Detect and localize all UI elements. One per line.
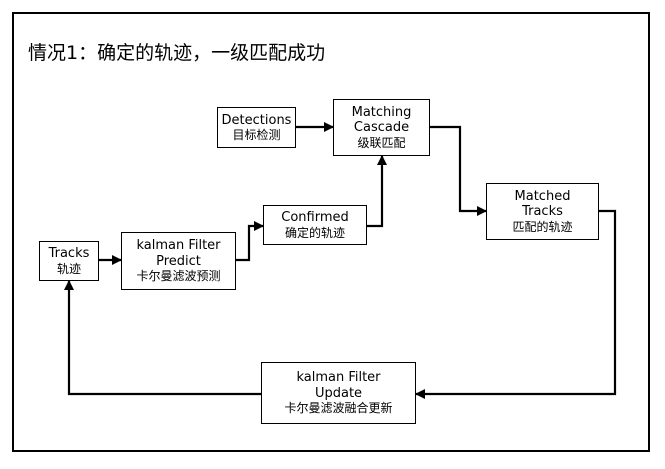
node-kalman-update-label-1: kalman Filter: [296, 370, 381, 386]
node-confirmed-sublabel: 确定的轨迹: [284, 225, 345, 240]
node-tracks: Tracks 轨迹: [39, 241, 99, 281]
node-kalman-update-sublabel: 卡尔曼滤波融合更新: [284, 401, 393, 416]
node-matching-label-2: Cascade: [353, 120, 410, 136]
node-matched-label-1: Matched: [514, 188, 571, 204]
diagram-frame: [12, 12, 650, 452]
edge-matching-to-matched: [430, 125, 487, 216]
node-matched-label-2: Tracks: [522, 204, 563, 220]
diagram-title: 情况1：确定的轨迹，一级匹配成功: [28, 42, 326, 64]
node-kalman-predict: kalman Filter Predict 卡尔曼滤波预测: [121, 232, 236, 290]
node-matched-tracks: Matched Tracks 匹配的轨迹: [486, 183, 599, 240]
node-detections-sublabel: 目标检测: [232, 128, 281, 143]
node-detections-label: Detections: [221, 112, 292, 128]
node-kalman-predict-sublabel: 卡尔曼滤波预测: [136, 269, 221, 284]
edge-update-to-tracks: [64, 280, 261, 396]
node-matching-cascade: Matching Cascade 级联匹配: [333, 99, 430, 156]
edge-predict-to-confirmed: [236, 221, 264, 262]
node-detections: Detections 目标检测: [217, 107, 296, 148]
node-confirmed-label: Confirmed: [281, 210, 349, 225]
node-matching-sublabel: 级联匹配: [357, 135, 406, 150]
node-kalman-predict-label-2: Predict: [156, 253, 201, 269]
edge-confirmed-to-matching: [367, 155, 387, 228]
node-tracks-label: Tracks: [48, 246, 90, 261]
node-tracks-sublabel: 轨迹: [56, 261, 81, 276]
node-kalman-predict-label-1: kalman Filter: [136, 238, 221, 254]
node-kalman-update-label-2: Update: [314, 385, 363, 401]
edge-matched-to-update: [415, 209, 617, 399]
node-confirmed: Confirmed 确定的轨迹: [263, 205, 367, 245]
node-matched-sublabel: 匹配的轨迹: [512, 219, 573, 234]
node-matching-label-1: Matching: [351, 104, 412, 120]
node-kalman-update: kalman Filter Update 卡尔曼滤波融合更新: [261, 362, 416, 424]
